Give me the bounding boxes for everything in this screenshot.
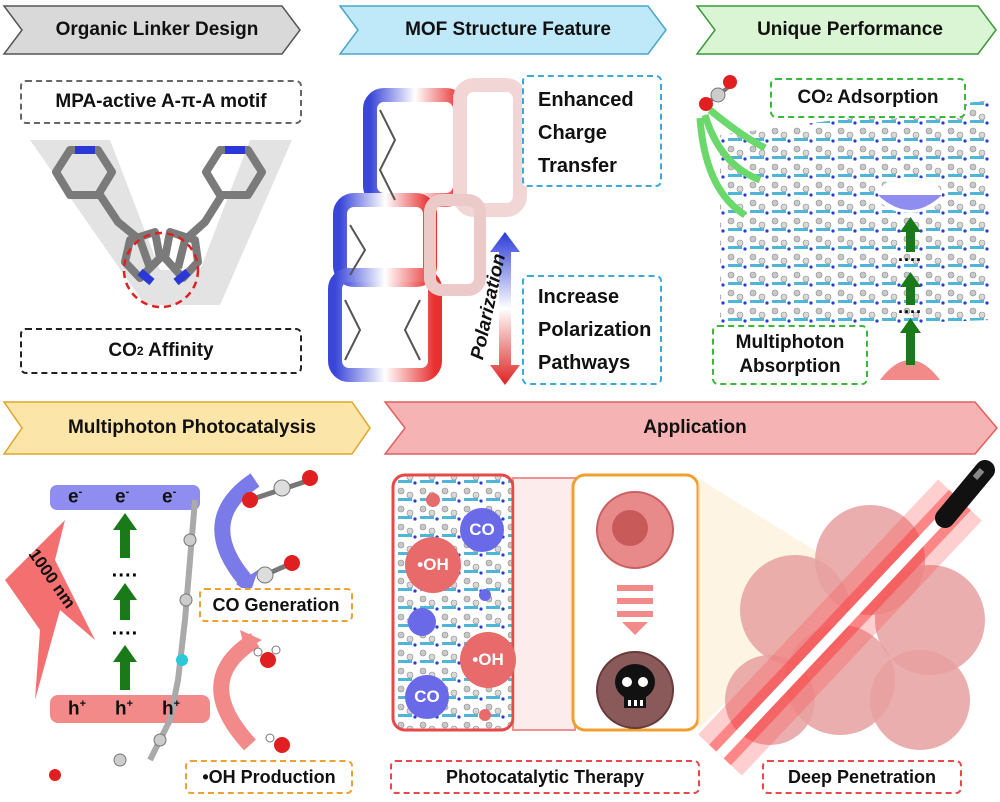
banner-photocatalysis-shape (2, 401, 371, 455)
co2-molecule-right (242, 470, 318, 508)
pathways-line-1: Increase (538, 286, 620, 308)
electron-3: e- (162, 486, 177, 508)
electron-1: e- (68, 486, 83, 508)
banner-application: Application (643, 417, 747, 438)
co-dot (408, 608, 436, 636)
linker-molecule (30, 140, 292, 309)
mof-structure (328, 78, 527, 382)
charge-line-3: Transfer (538, 155, 617, 177)
banner-structure-shape (338, 5, 667, 55)
co2-arrow-1 (707, 107, 767, 152)
absorption-arrows: ···· ···· (898, 217, 922, 365)
co2-arrow-3 (696, 117, 747, 218)
banner-structure: MOF Structure Feature (405, 19, 611, 40)
application-diagram (391, 460, 995, 776)
motif-label: MPA-active A-π-A motif (20, 80, 302, 124)
co-generation-arrow (214, 473, 260, 586)
skull-icon (615, 664, 655, 708)
banner-application-shape (383, 401, 998, 455)
multiphoton-line-2: Absorption (739, 356, 841, 377)
banner-photocatalysis: Multiphoton Photocatalysis (67, 417, 317, 438)
co-chip-2: CO (405, 675, 449, 719)
oh-chip-2: •OH (460, 632, 516, 688)
water-molecule (253, 645, 281, 668)
hole-2: h+ (115, 698, 134, 720)
svg-text:····: ···· (112, 623, 139, 645)
photocatalysis-diagram: ···· ···· (5, 470, 318, 781)
svg-text:····: ···· (112, 565, 139, 587)
co-chip-1: CO (460, 508, 504, 552)
charge-line-2: Charge (538, 122, 607, 144)
photon-arrow (5, 520, 95, 700)
multiphoton-absorption-label: Multiphoton Absorption (712, 325, 868, 385)
svg-text:····: ···· (898, 302, 922, 322)
polarization-arrow (490, 232, 520, 385)
oh-production-arrow (213, 633, 260, 751)
banner-linker-shape (2, 5, 301, 55)
affinity-main: CO (108, 340, 137, 362)
svg-text:····: ···· (898, 250, 922, 270)
pathways-line-3: Pathways (538, 352, 631, 374)
performance-mof: ···· ···· (696, 75, 990, 380)
affinity-sub: 2 (136, 343, 144, 358)
charge-transfer-box (522, 75, 662, 187)
electron-2: e- (115, 486, 130, 508)
laser-beam (698, 479, 982, 776)
oh-production-label: •OH Production (185, 760, 353, 794)
co-generation-label: CO Generation (199, 588, 353, 622)
hole-1: h+ (68, 698, 87, 720)
oh-molecule (265, 733, 290, 753)
banner-performance-shape (695, 5, 997, 55)
charge-line-1: Enhanced (538, 89, 634, 111)
therapy-label: Photocatalytic Therapy (390, 760, 700, 794)
laser-pen-icon (935, 460, 995, 528)
oh-chip-1: •OH (405, 537, 461, 593)
banner-linker: Organic Linker Design (55, 19, 259, 40)
co2-arrow-2 (701, 113, 762, 184)
hole-3: h+ (162, 698, 181, 720)
co-molecule (256, 555, 300, 584)
multiphoton-line-1: Multiphoton (735, 332, 845, 354)
excitation-arrows: ···· ···· (112, 513, 139, 690)
banner-performance: Unique Performance (757, 19, 943, 40)
pathways-box (522, 275, 662, 385)
affinity-rest: Affinity (143, 340, 214, 362)
adsorption-rest: Adsorption (832, 87, 939, 109)
adsorption-main: CO (797, 87, 826, 109)
co2-molecule-top (699, 75, 737, 111)
adsorption-sub: 2 (825, 90, 833, 105)
penetration-label: Deep Penetration (762, 760, 962, 794)
linker-chain (49, 499, 198, 781)
pathways-line-2: Polarization (538, 319, 652, 341)
